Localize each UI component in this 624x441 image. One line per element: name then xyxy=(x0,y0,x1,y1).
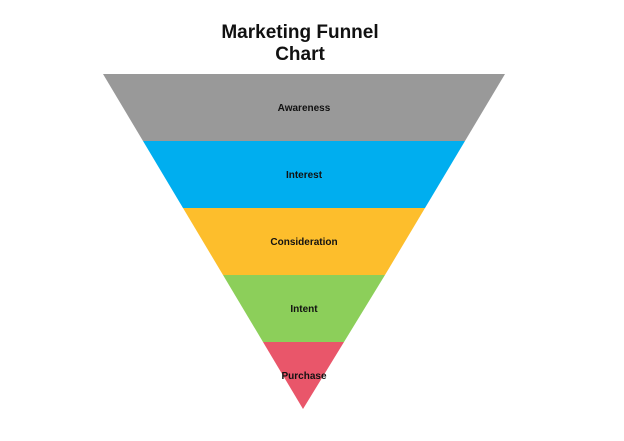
diagram-title-line2: Chart xyxy=(275,44,325,65)
funnel-stage-interest xyxy=(143,141,465,208)
funnel-label-intent: Intent xyxy=(290,304,318,315)
funnel-stage-purchase xyxy=(263,342,344,409)
funnel-label-consideration: Consideration xyxy=(270,237,337,248)
funnel-stage-intent xyxy=(223,275,385,342)
diagram-title: Marketing Funnel Chart xyxy=(200,22,400,66)
diagram-title-line1: Marketing Funnel xyxy=(221,22,379,43)
funnel-label-interest: Interest xyxy=(286,170,323,181)
funnel-label-purchase: Purchase xyxy=(281,371,326,382)
funnel-label-awareness: Awareness xyxy=(278,103,331,114)
funnel-stage-awareness xyxy=(103,74,505,141)
funnel-stage-consideration xyxy=(183,208,425,275)
